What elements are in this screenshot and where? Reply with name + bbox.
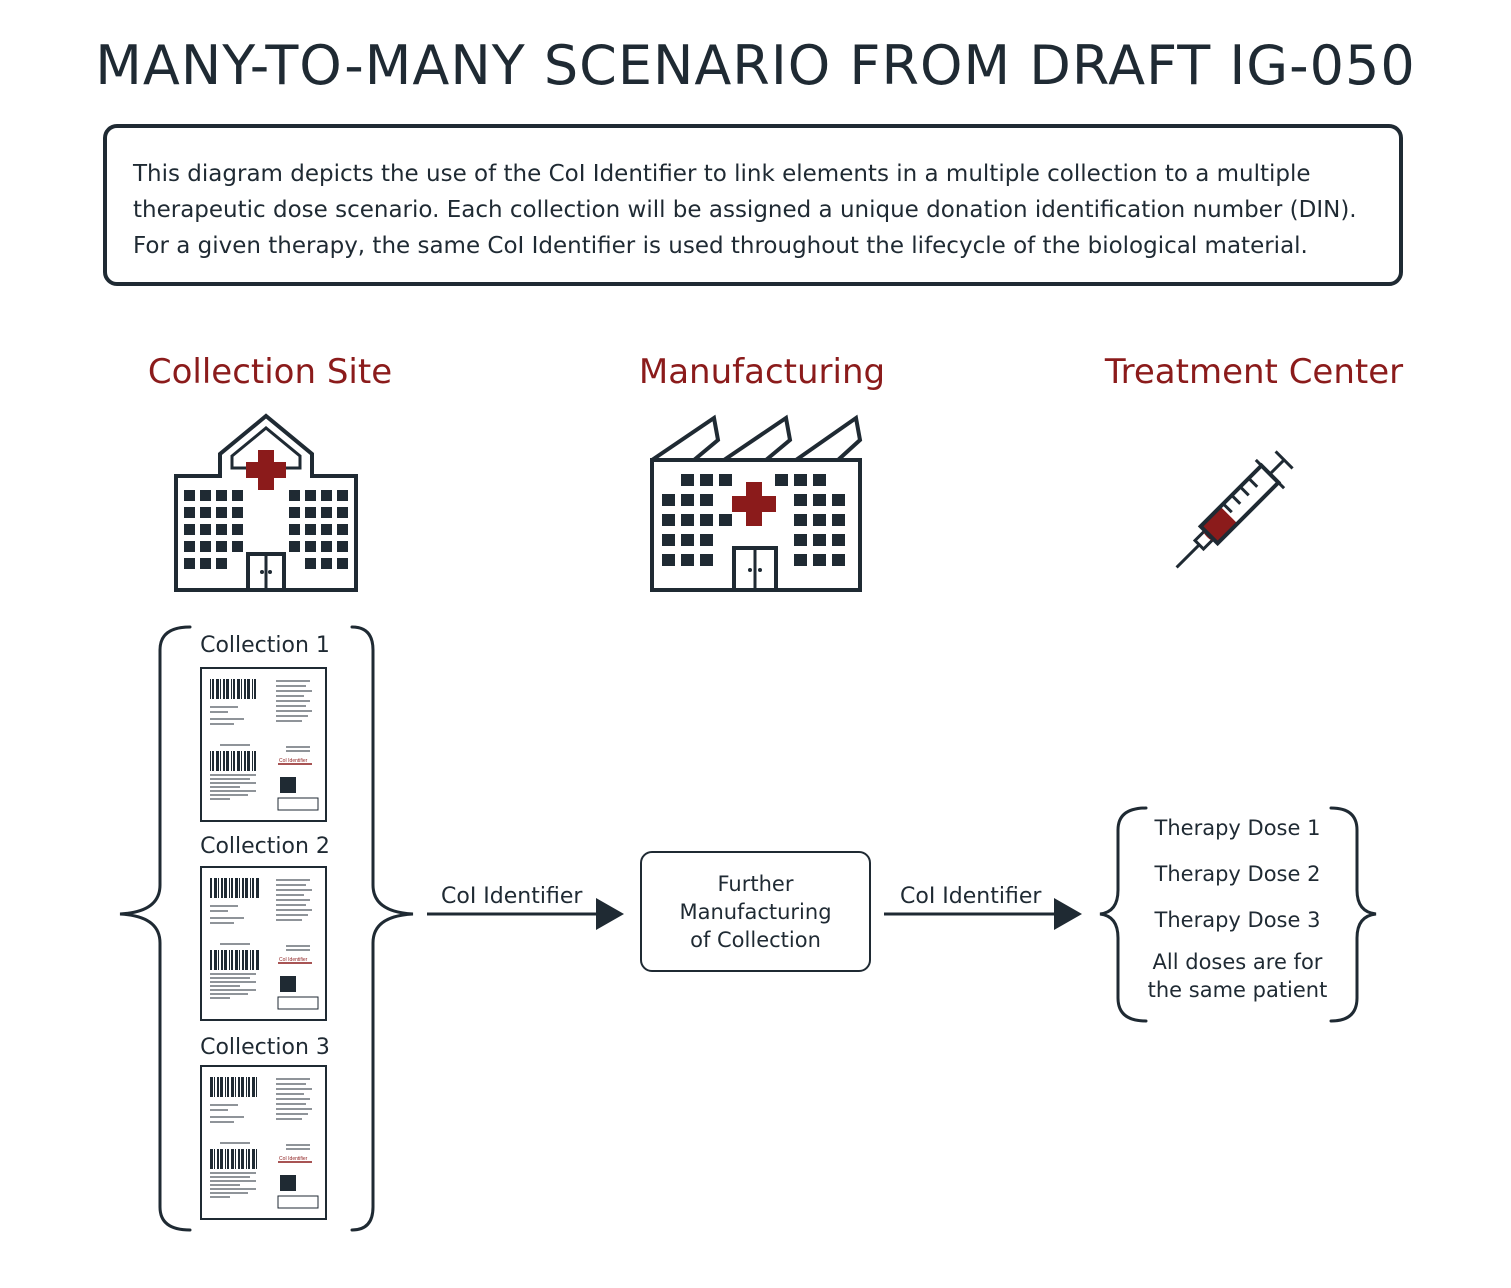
collection-3-label-sheet: CoI Identifier [200,1065,327,1220]
dose-note: All doses are for the same patient [1125,948,1350,1004]
therapy-dose-2: Therapy Dose 2 [1154,862,1321,886]
collection-2-label-sheet: CoI Identifier [200,866,327,1021]
factory-icon [650,414,863,592]
collection-3-label: Collection 3 [200,1035,330,1060]
coi-identifier-tag: CoI Identifier [279,957,308,963]
therapy-dose-3: Therapy Dose 3 [1154,908,1321,932]
further-manufacturing-box: Further Manufacturing of Collection [640,851,871,972]
collections-left-brace [119,625,192,1232]
doses-right-brace [1329,806,1377,1023]
description-box: This diagram depicts the use of the CoI … [103,124,1403,286]
stage-collection-site: Collection Site [147,352,393,392]
stage-treatment-center: Treatment Center [1104,352,1404,392]
syringe-icon [1175,450,1294,569]
therapy-dose-1: Therapy Dose 1 [1154,816,1321,840]
collection-1-label-sheet: CoI Identifier [200,667,327,822]
diagram-title: MANY-TO-MANY SCENARIO FROM DRAFT IG-050 [95,34,1416,97]
arrow-to-treatment [884,898,1082,930]
dose-note-line-1: All doses are for [1152,950,1323,974]
edge-label-to-treatment: CoI Identifier [900,884,1042,909]
collection-2-label: Collection 2 [200,834,330,859]
process-line-2: Manufacturing [679,899,832,924]
process-line-3: of Collection [690,927,821,952]
collection-1-label: Collection 1 [200,633,330,658]
coi-identifier-tag: CoI Identifier [279,1156,308,1162]
hospital-icon [174,413,358,592]
doses-left-brace [1099,806,1148,1023]
process-line-1: Further [717,871,794,896]
collections-right-brace [350,625,414,1232]
dose-note-line-2: the same patient [1147,978,1328,1002]
arrow-to-manufacturing [427,898,624,930]
edge-label-to-manufacturing: CoI Identifier [441,884,583,909]
stage-manufacturing: Manufacturing [638,352,886,392]
description-text: This diagram depicts the use of the CoI … [133,161,1357,259]
coi-identifier-tag: CoI Identifier [279,758,308,764]
